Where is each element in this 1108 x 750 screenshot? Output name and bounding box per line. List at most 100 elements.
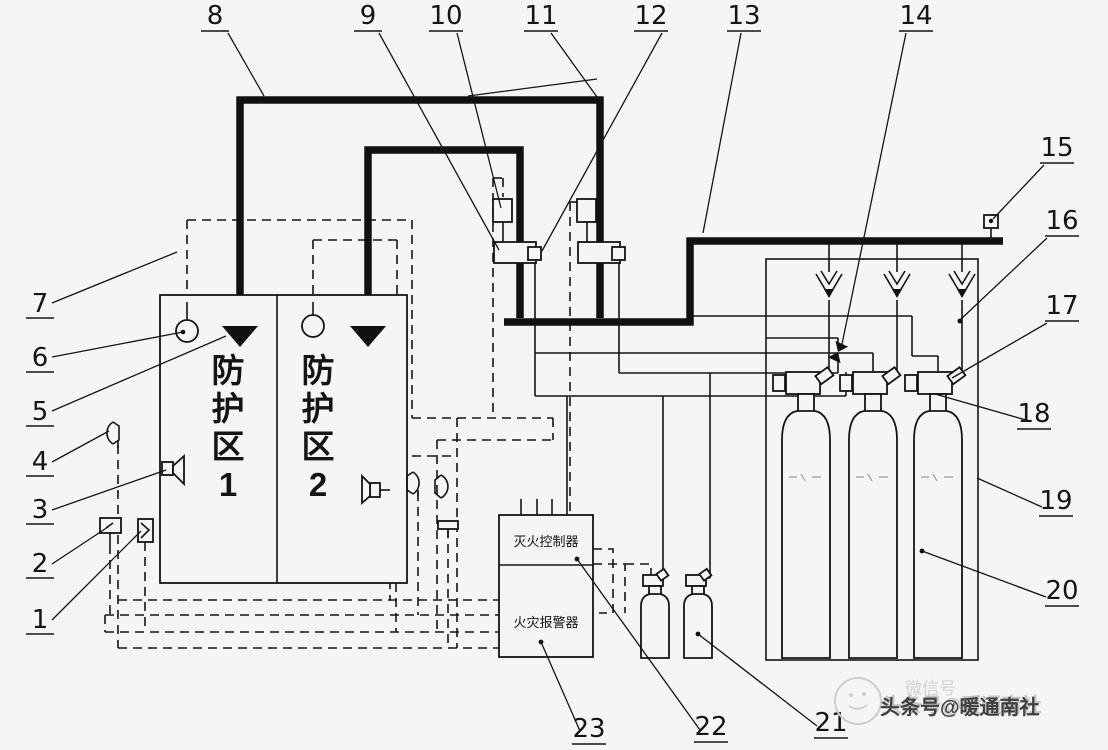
watermark-ghost-text: 微信号	[905, 679, 956, 698]
zone1-char: 防	[212, 352, 245, 389]
callout-16: 16	[959, 206, 1079, 321]
callout-number: 20	[1045, 576, 1078, 606]
zone2-char: 护	[302, 390, 335, 427]
callout-18: 18	[934, 393, 1051, 430]
callout-number: 13	[727, 1, 760, 31]
field-devices	[99, 421, 459, 545]
pilot-cylinder	[683, 567, 713, 659]
callout-10: 10	[429, 1, 502, 209]
zone2-char: 2	[309, 466, 327, 503]
check-valve-icon	[883, 270, 911, 298]
callout-number: 23	[572, 714, 605, 744]
callout-number: 10	[429, 1, 462, 31]
zone1-delivery-pipe	[236, 96, 604, 326]
callout-number: 8	[207, 1, 224, 31]
callout-number: 9	[360, 1, 377, 31]
callout-number: 2	[32, 549, 49, 579]
callout-9: 9	[354, 1, 500, 251]
callout-number: 16	[1045, 206, 1078, 236]
control-box: 灭火控制器 火灾报警器	[498, 514, 594, 658]
callout-number: 5	[32, 397, 49, 427]
callout-1: 1	[26, 530, 142, 635]
callout-3: 3	[26, 469, 167, 525]
callout-7: 7	[26, 251, 178, 319]
callout-17: 17	[951, 291, 1079, 379]
callout-11: 11	[467, 1, 598, 98]
zone2-char: 防	[302, 352, 335, 389]
callout-5: 5	[26, 335, 227, 427]
solenoid-valve-icon	[492, 198, 513, 223]
manual-call-point-icon	[137, 518, 154, 543]
selector-valve-station	[492, 198, 626, 264]
agent-cylinder	[772, 365, 835, 659]
selector-valve-port	[527, 246, 542, 261]
callout-4: 4	[26, 430, 110, 477]
smoke-detector-icon	[301, 314, 325, 338]
callout-number: 18	[1017, 399, 1050, 429]
callout-number: 7	[32, 289, 49, 319]
cylinder-frame	[765, 258, 979, 661]
discharge-nozzle-icon	[350, 326, 386, 347]
zone2-char: 区	[302, 428, 335, 465]
selector-valve-port	[611, 246, 626, 261]
callout-12: 12	[541, 1, 668, 252]
speaker-icon	[161, 453, 185, 487]
callout-13: 13	[702, 1, 761, 234]
container-valve-icon	[852, 371, 888, 395]
callout-number: 21	[814, 708, 847, 738]
container-valve-icon	[785, 371, 821, 395]
callout-14: 14	[840, 1, 933, 350]
collecting-manifold-pipe	[504, 237, 1003, 326]
container-valve-icon	[917, 371, 953, 395]
callout-2: 2	[26, 526, 109, 579]
callout-21: 21	[695, 631, 848, 739]
watermark: 微信号 头条号@暖通南社 头条号@暖通南社	[834, 677, 1042, 725]
callout-number: 14	[899, 1, 932, 31]
signal-feedback-device-icon	[827, 340, 849, 364]
callout-23: 23	[538, 639, 606, 745]
callout-6: 6	[26, 329, 186, 373]
callout-22: 22	[574, 556, 728, 743]
callout-number: 6	[32, 343, 49, 373]
zone2-label: 防 护 区 2	[302, 352, 335, 503]
agent-cylinder	[904, 365, 967, 659]
callout-number: 1	[32, 605, 49, 635]
discharge-nozzle-icon	[222, 326, 258, 347]
agent-cylinder	[839, 365, 902, 659]
fire-alarm-label: 火灾报警器	[513, 615, 578, 630]
watermark-shadow-text: 头条号@暖通南社	[882, 693, 1042, 717]
extinguishing-controller-label: 灭火控制器	[513, 534, 578, 549]
control-wiring-dashed	[104, 177, 652, 649]
callout-19: 19	[976, 477, 1073, 517]
horn-icon	[434, 474, 449, 499]
callout-number: 22	[694, 712, 727, 742]
watermark-text: 头条号@暖通南社	[880, 695, 1040, 719]
callout-number: 4	[32, 447, 49, 477]
discharge-indicator-icon	[437, 520, 459, 538]
watermark-logo-icon	[834, 677, 882, 725]
callout-number: 19	[1039, 486, 1072, 516]
callout-8: 8	[201, 1, 265, 97]
sounder-icon	[106, 421, 120, 448]
solenoid-valve-icon	[576, 198, 597, 223]
agent-pipes	[236, 96, 1003, 326]
protection-zones: 防 护 区 1 防 护 区 2	[159, 294, 408, 584]
speaker-icon	[361, 473, 390, 505]
pilot-cylinders	[640, 567, 713, 659]
pressure-gauge-icon	[983, 214, 999, 238]
callout-20: 20	[919, 548, 1079, 607]
zone1-char: 护	[212, 390, 245, 427]
callout-number: 15	[1040, 133, 1073, 163]
callout-number: 11	[524, 1, 557, 31]
callout-15: 15	[992, 133, 1074, 220]
zone1-label: 防 护 区 1	[212, 352, 245, 503]
callouts: 1 2 3 4 5 6 7 8 9 10 11 12 13 14 15 16 1…	[26, 1, 1079, 745]
leader-dot	[957, 318, 963, 324]
sounder-icon	[406, 471, 420, 496]
smoke-detector-icon	[175, 319, 199, 343]
callout-number: 17	[1045, 291, 1078, 321]
zone1-char: 区	[212, 428, 245, 465]
check-valve-icon	[948, 270, 976, 298]
